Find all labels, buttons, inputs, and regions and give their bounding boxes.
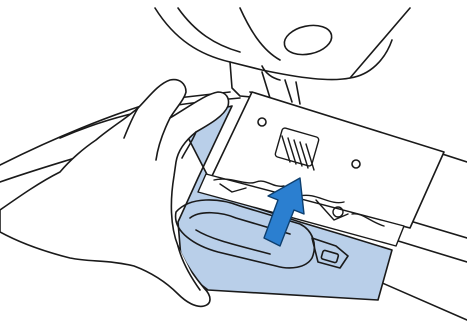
screw-icon [352, 160, 360, 168]
screw-icon [258, 118, 266, 126]
machine-head [155, 8, 410, 80]
